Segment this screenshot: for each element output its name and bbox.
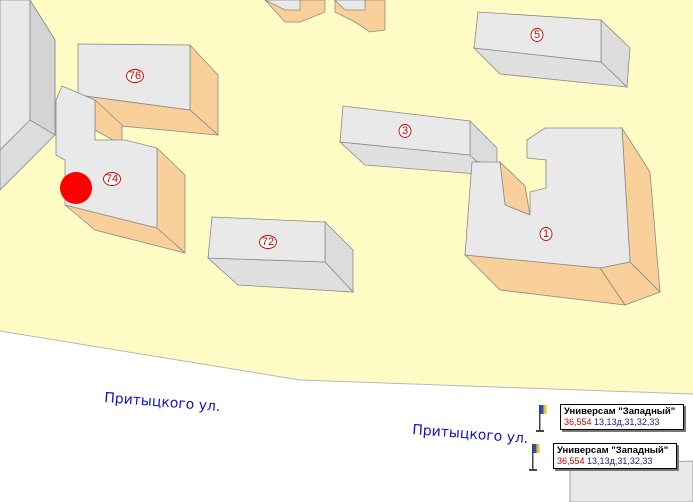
bus-stop-label: Универсам "Западный" 36,554 13,13д,31,32… (553, 443, 677, 469)
house-number-74: 74 (103, 172, 121, 186)
road-pritytskogo (0, 331, 693, 502)
svg-text:74: 74 (106, 173, 118, 185)
bus-stop-1[interactable]: Универсам "Западный" 36,554 13,13д,31,32… (536, 404, 686, 432)
svg-text:5: 5 (534, 29, 540, 41)
bus-stop-label: Универсам "Западный" 36,554 13,13д,31,32… (560, 404, 684, 430)
building-72[interactable] (206, 216, 354, 294)
bus-stop-routes: 36,554 13,13д,31,32,33 (564, 417, 660, 427)
building-left-edge[interactable] (0, 0, 56, 191)
bus-stop-sign-icon (529, 444, 540, 471)
building-top-b[interactable] (334, 0, 386, 33)
house-number-72: 72 (259, 235, 277, 249)
house-number-3: 3 (398, 124, 412, 138)
building-top-a[interactable] (264, 0, 326, 23)
house-number-5: 5 (530, 28, 544, 42)
bus-stop-routes: 36,554 13,13д,31,32,33 (557, 456, 653, 466)
svg-text:3: 3 (402, 125, 408, 137)
house-number-76: 76 (126, 69, 144, 83)
svg-text:76: 76 (129, 70, 141, 82)
svg-text:72: 72 (262, 236, 274, 248)
house-number-1: 1 (539, 227, 553, 241)
building-1[interactable] (463, 126, 661, 306)
bus-stop-sign-icon (536, 405, 547, 432)
road-edge (0, 330, 693, 395)
bus-stop-name: Универсам "Западный" (564, 406, 676, 417)
bus-stop-2[interactable]: Универсам "Западный" 36,554 13,13д,31,32… (529, 443, 679, 471)
location-dot-icon[interactable] (60, 172, 92, 204)
bus-stop-name: Универсам "Западный" (557, 445, 669, 456)
svg-text:1: 1 (543, 228, 549, 240)
